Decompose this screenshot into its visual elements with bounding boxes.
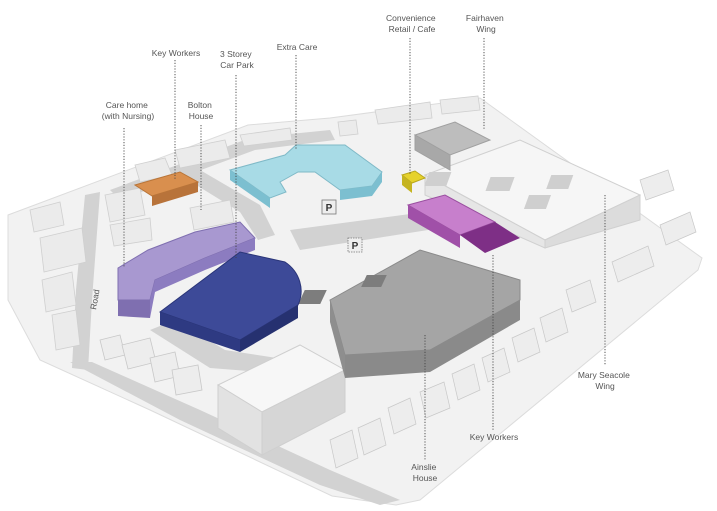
existing-buildings bbox=[29, 95, 481, 351]
parking-sign: P bbox=[321, 199, 337, 215]
label-fairhaven-wing: Fairhaven Wing bbox=[466, 13, 506, 34]
label-extra-care: Extra Care bbox=[277, 42, 318, 52]
mary-seacole-wing-building bbox=[423, 139, 642, 249]
existing-building bbox=[104, 187, 146, 223]
building-front bbox=[340, 172, 382, 200]
label-leader-lines bbox=[123, 38, 606, 460]
label-convenience-retail: Convenience Retail / Cafe bbox=[386, 13, 438, 34]
building-side bbox=[240, 305, 298, 352]
existing-building bbox=[239, 127, 293, 147]
house bbox=[329, 429, 359, 469]
label-key-workers-south: Key Workers bbox=[470, 432, 519, 442]
parking-sign-label: P bbox=[352, 241, 359, 252]
building-front bbox=[460, 222, 520, 253]
existing-building bbox=[51, 309, 81, 351]
label-line: Wing bbox=[476, 24, 496, 34]
house bbox=[639, 169, 675, 201]
care-home-building bbox=[117, 221, 256, 318]
building-side bbox=[230, 170, 270, 208]
existing-building bbox=[439, 95, 481, 115]
courtyard bbox=[424, 172, 452, 186]
house bbox=[419, 381, 451, 419]
parking-sign-box bbox=[321, 199, 337, 215]
house bbox=[611, 245, 655, 283]
label-line: Car Park bbox=[220, 60, 254, 70]
label-line: Ainslie bbox=[411, 462, 436, 472]
existing-building bbox=[29, 201, 65, 233]
label-key-workers-north: Key Workers bbox=[152, 48, 201, 58]
label-ainslie-house: Ainslie House bbox=[411, 462, 438, 483]
road-name-label: Road bbox=[88, 288, 101, 310]
building-front bbox=[402, 175, 412, 193]
wing-front bbox=[414, 134, 451, 171]
terrace-houses-south bbox=[329, 169, 697, 469]
label-line: Fairhaven bbox=[466, 13, 504, 23]
extra-care-building bbox=[228, 144, 383, 208]
building-roof bbox=[158, 251, 302, 341]
building-side bbox=[150, 238, 255, 318]
parking-sign-label: P bbox=[326, 203, 333, 214]
existing-building bbox=[337, 119, 359, 137]
convenience-retail-building bbox=[400, 170, 427, 193]
key-workers-building-north bbox=[133, 171, 200, 206]
label-line: Bolton bbox=[188, 100, 212, 110]
house bbox=[387, 397, 417, 435]
existing-building bbox=[41, 271, 77, 313]
label-bolton-house: Bolton House bbox=[188, 100, 214, 121]
label-line: House bbox=[189, 111, 214, 121]
building-front bbox=[118, 300, 150, 318]
car-park-building bbox=[158, 251, 302, 352]
house bbox=[511, 327, 541, 363]
label-line: Care home bbox=[106, 100, 148, 110]
house bbox=[171, 364, 203, 396]
courtyard bbox=[361, 275, 387, 287]
label-line: Retail / Cafe bbox=[389, 24, 436, 34]
building-front bbox=[152, 182, 198, 206]
label-line: Mary Seacole bbox=[578, 370, 630, 380]
label-line: Wing bbox=[595, 381, 615, 391]
parking-sign-box bbox=[347, 237, 363, 253]
parking-sign: P bbox=[347, 237, 363, 253]
wing-side bbox=[424, 174, 546, 249]
building-side bbox=[408, 205, 460, 248]
terrace-houses-southwest bbox=[99, 334, 203, 396]
label-line: (with Nursing) bbox=[102, 111, 155, 121]
road-central bbox=[180, 170, 275, 240]
building-labels: Care home (with Nursing) Key Workers Bol… bbox=[102, 13, 632, 483]
existing-building bbox=[374, 101, 433, 125]
existing-building bbox=[189, 199, 235, 231]
label-care-home: Care home (with Nursing) bbox=[102, 100, 155, 121]
label-line: 3 Storey bbox=[220, 49, 252, 59]
block-front bbox=[261, 369, 346, 456]
house bbox=[481, 347, 511, 383]
building-front bbox=[160, 312, 240, 352]
key-workers-building-south bbox=[406, 194, 520, 253]
house bbox=[539, 307, 569, 343]
existing-building bbox=[39, 227, 87, 273]
existing-building bbox=[174, 139, 231, 169]
fairhaven-wing-building bbox=[413, 121, 492, 171]
courtyard bbox=[523, 195, 552, 209]
road-west bbox=[72, 192, 100, 370]
courtyard bbox=[298, 290, 327, 304]
label-line: Convenience bbox=[386, 13, 436, 23]
house bbox=[99, 334, 126, 361]
label-mary-seacole-wing: Mary Seacole Wing bbox=[578, 370, 632, 391]
house bbox=[451, 363, 481, 401]
courtyard bbox=[485, 177, 515, 191]
building-base bbox=[330, 300, 345, 378]
label-line: House bbox=[413, 473, 438, 483]
house bbox=[565, 279, 597, 313]
house bbox=[357, 417, 387, 456]
building-front bbox=[345, 300, 520, 378]
courtyard bbox=[546, 175, 574, 189]
label-car-park: 3 Storey Car Park bbox=[220, 49, 255, 70]
existing-building bbox=[109, 217, 153, 247]
house bbox=[659, 211, 697, 246]
